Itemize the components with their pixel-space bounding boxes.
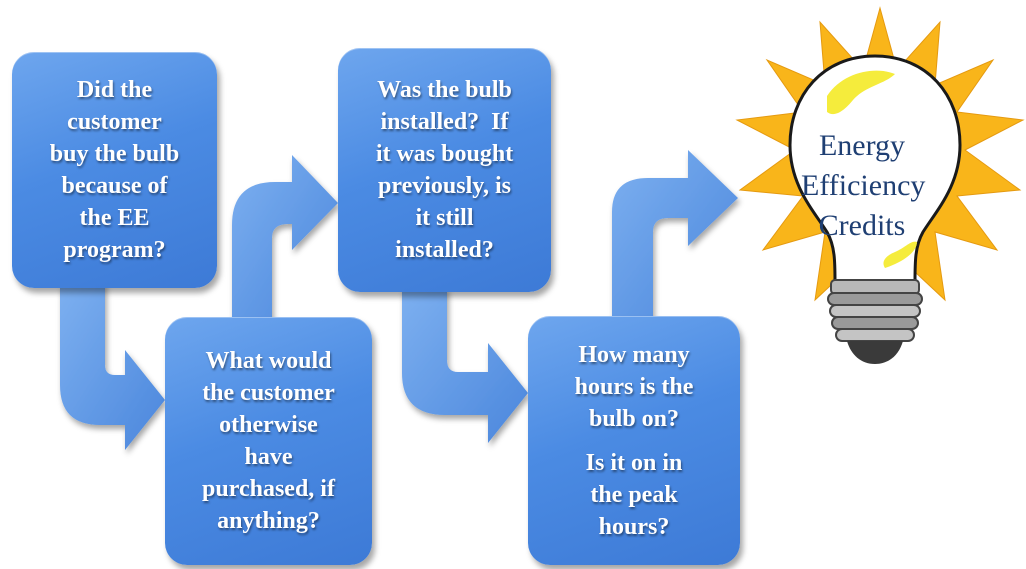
arrow-step4-to-credits — [612, 150, 738, 320]
step-1-line-1: Did the — [76, 77, 153, 103]
bulb-base-thread-4 — [835, 328, 915, 342]
step-4-line-4: Is it on in — [585, 449, 683, 476]
step-4-line-3: bulb on? — [588, 405, 680, 432]
arrow-step3-to-step4 — [402, 287, 528, 443]
step-1-line-4: because of — [61, 173, 168, 199]
step-1-line-5: the EE — [79, 205, 150, 231]
step-4-line-1: How many — [578, 341, 690, 368]
bulb-base-thread-3 — [831, 316, 919, 330]
step-2-line-2: the customer — [202, 380, 335, 406]
step-1-line-6: program? — [63, 237, 166, 263]
bulb-base-thread-2 — [829, 304, 921, 318]
step-4-line-6: hours? — [598, 513, 670, 540]
step-1-line-2: customer — [67, 109, 162, 135]
step-3-line-6: installed? — [395, 237, 494, 263]
credits-label-line-3: Credits — [818, 209, 906, 242]
bulb-highlight-top — [827, 70, 895, 115]
step-2-line-1: What would — [205, 348, 332, 374]
step-2-line-5: purchased, if — [202, 476, 335, 502]
step-2-line-4: have — [244, 444, 293, 470]
arrow-step2-to-step3 — [232, 155, 338, 320]
bulb-highlight-bottom — [883, 241, 917, 268]
step-3-line-3: it was bought — [375, 141, 514, 167]
step-3-line-5: it still — [415, 205, 474, 231]
step-4-box: How many hours is the bulb on? Is it on … — [528, 316, 740, 565]
step-4-line-2: hours is the — [574, 373, 694, 400]
step-3-line-1: Was the bulb — [377, 77, 512, 103]
bulb-base-tip — [847, 341, 903, 364]
step-4-line-5: the peak — [590, 481, 678, 508]
step-1-box: Did the customer buy the bulb because of… — [12, 52, 217, 288]
step-3-line-4: previously, is — [378, 173, 511, 199]
step-1-line-3: buy the bulb — [49, 141, 180, 167]
step-2-box: What would the customer otherwise have p… — [165, 317, 372, 565]
arrow-step1-to-step2 — [60, 282, 165, 450]
bulb-base-collar — [830, 279, 920, 295]
step-2-line-3: otherwise — [219, 412, 318, 438]
credits-label-line-1: Energy — [818, 129, 906, 162]
bulb-base-thread-1 — [827, 292, 923, 306]
step-3-box: Was the bulb installed? If it was bought… — [338, 48, 551, 292]
credits-label-line-2: Efficiency — [801, 169, 926, 202]
light-bulb-icon — [735, 6, 1025, 364]
step-2-line-6: anything? — [217, 508, 320, 534]
step-3-line-2: installed? If — [380, 109, 509, 135]
